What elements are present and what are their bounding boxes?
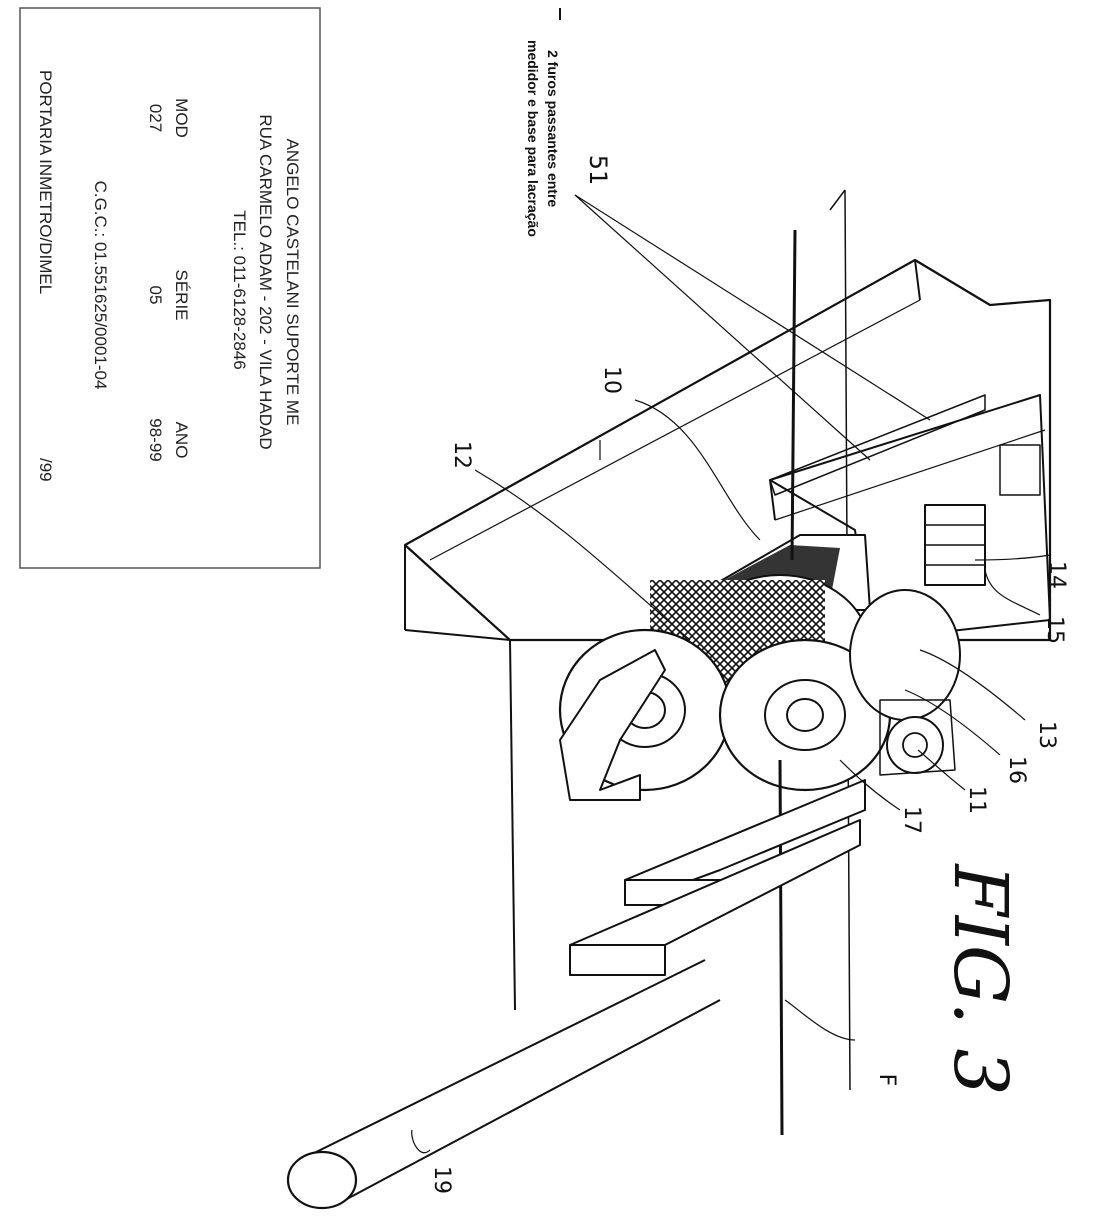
cgc-number: C.G.C.: 01.551625/0001-04 <box>91 181 110 390</box>
figure-label-group: FIG. 3 <box>937 862 1023 1095</box>
ref-11: 11 <box>964 786 989 814</box>
ref-13: 13 <box>1034 721 1059 749</box>
annotation-number: 51 <box>584 155 612 186</box>
annotation: 51 2 furos passantes entre medidor e bas… <box>525 40 612 237</box>
nameplate-line2: RUA CARMELO ADAM - 202 - VILA HADAD <box>256 114 275 449</box>
wire-input <box>790 229 797 561</box>
mod-value: 027 <box>146 104 165 132</box>
ref-14: 14 <box>1044 561 1069 589</box>
meter-box <box>769 394 1051 641</box>
nameplate-border <box>19 7 321 569</box>
ref-10: 10 <box>599 366 624 394</box>
ano-label: ANO <box>172 422 191 459</box>
portaria-text: PORTARIA INMETRO/DIMEL <box>36 70 55 294</box>
ano-value: 98-99 <box>146 418 165 461</box>
ref-12: 12 <box>449 441 474 469</box>
serie-label: SÉRIE <box>172 269 191 320</box>
annotation-line2: medidor e base para lacração <box>525 40 541 237</box>
annotation-line1: 2 furos passantes entre <box>545 50 561 207</box>
figure-label: FIG. 3 <box>937 862 1023 1095</box>
mod-label: MOD <box>172 98 191 138</box>
nameplate-line3: TEL.: 011-6128-2846 <box>230 210 249 369</box>
ref-17: 17 <box>899 806 924 834</box>
ref-15: 15 <box>1042 616 1067 644</box>
ref-19: 19 <box>429 1166 454 1194</box>
portaria-suffix: /99 <box>36 458 55 482</box>
nameplate-line1: ANGELO CASTELANI SUPORTE ME <box>283 139 302 426</box>
machine-drawing <box>286 8 1052 1210</box>
wire-label-f: F <box>874 1074 899 1087</box>
reference-numerals: 10 12 14 15 13 16 11 17 F 19 <box>429 366 1069 1194</box>
rod-end <box>286 1150 358 1210</box>
ref-16: 16 <box>1004 756 1029 784</box>
nameplate: ANGELO CASTELANI SUPORTE ME RUA CARMELO … <box>19 7 321 569</box>
serie-value: 05 <box>146 286 165 305</box>
